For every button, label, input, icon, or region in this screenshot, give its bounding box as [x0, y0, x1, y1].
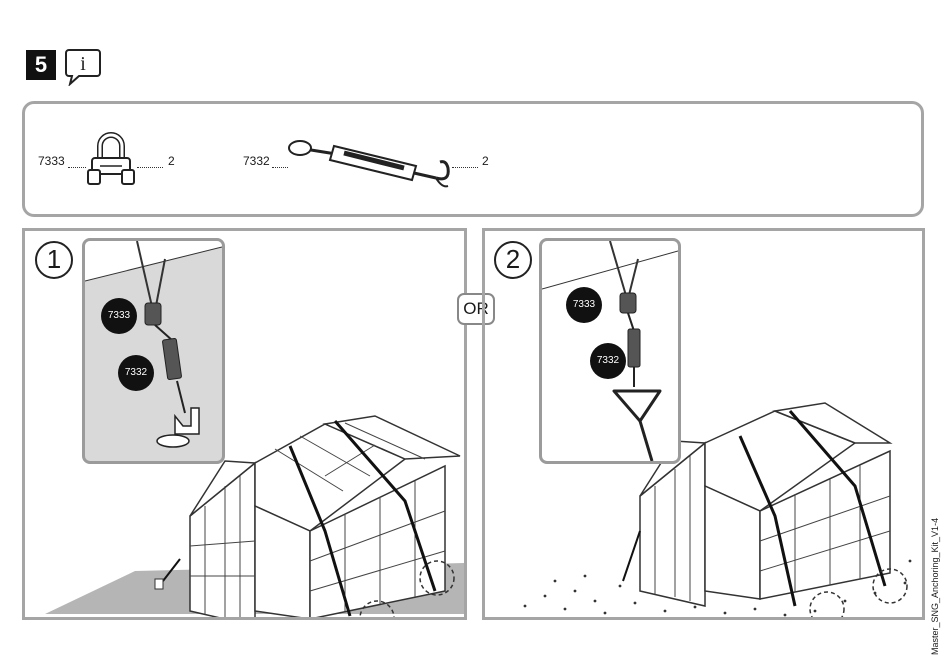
detail-inset-ground-anchor: 7333 7332: [539, 238, 681, 464]
step-number-badge: 5: [26, 50, 56, 80]
callout-7333: 7333: [101, 298, 137, 334]
option-number-2: 2: [494, 241, 532, 279]
info-glyph: i: [80, 53, 86, 75]
wire-rope-clip-icon: [86, 130, 136, 192]
document-code-label: Master_SNG_Anchoring_Kit_V1-4: [930, 505, 940, 655]
info-icon: i: [64, 46, 102, 86]
part-quantity: 2: [168, 154, 175, 168]
detail-inset-bracket: 7333 7332: [82, 238, 225, 464]
part-code: 7333: [38, 154, 65, 168]
callout-7332: 7332: [118, 355, 154, 391]
part-code: 7332: [243, 154, 270, 168]
part-quantity: 2: [482, 154, 489, 168]
leader-line: [137, 167, 163, 168]
parts-list-box: [22, 101, 924, 217]
option-number-1: 1: [35, 241, 73, 279]
document-code-text: Master_SNG_Anchoring_Kit_V1-4: [930, 518, 940, 655]
leader-line: [68, 167, 86, 168]
callout-7333: 7333: [566, 287, 602, 323]
leader-line: [452, 167, 478, 168]
turnbuckle-icon: [286, 132, 456, 196]
callout-7332: 7332: [590, 343, 626, 379]
